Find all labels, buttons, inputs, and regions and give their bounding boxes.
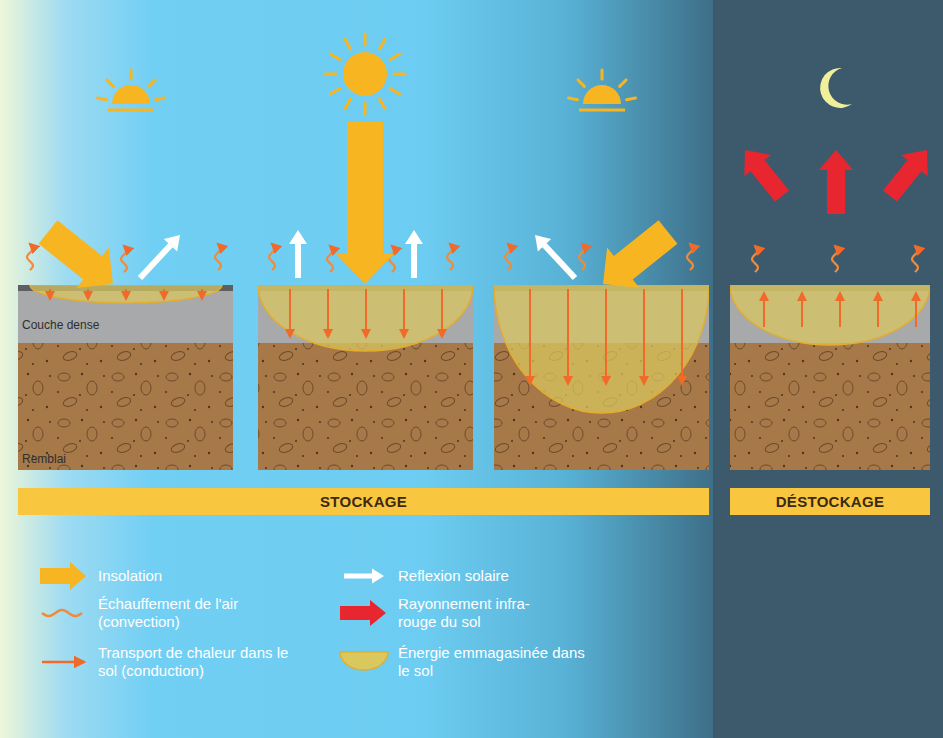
infrared-arrow <box>819 150 853 214</box>
legend-text: Transport de chaleur dans le sol (conduc… <box>98 644 298 680</box>
moon <box>820 68 852 108</box>
conduction-arrow <box>567 289 569 384</box>
conduction-arrow <box>877 293 879 327</box>
reflection-arrow <box>138 235 180 280</box>
convection-wave <box>752 246 758 272</box>
convection-wave <box>327 246 333 272</box>
soil-section <box>494 285 709 470</box>
dense-layer <box>18 285 233 343</box>
phase-band: STOCKAGE <box>18 488 709 515</box>
convection-wave <box>389 246 395 272</box>
convection-wave <box>269 244 275 270</box>
night-background <box>713 0 943 738</box>
convection-wave <box>27 244 33 270</box>
conduction-arrow <box>643 289 645 384</box>
convection-wave <box>447 244 453 270</box>
phase-label: DÉSTOCKAGE <box>776 493 885 510</box>
backfill-layer <box>730 343 930 470</box>
legend-sample <box>340 652 388 670</box>
insolation-arrow <box>39 220 113 288</box>
conduction-arrow <box>681 289 683 384</box>
infrared-arrow <box>744 150 789 202</box>
stored-energy <box>30 285 222 303</box>
rising-sun <box>98 70 165 110</box>
rising-sun <box>569 70 636 110</box>
legend-sample <box>42 661 84 664</box>
convection-wave <box>912 246 918 272</box>
legend-text: Rayonnement infra-rouge du sol <box>398 595 568 631</box>
soil-section <box>258 285 473 470</box>
layer-label: Remblai <box>22 452 66 466</box>
conduction-arrow <box>365 289 367 337</box>
insolation-arrow <box>603 220 677 288</box>
reflection-arrow <box>535 235 577 280</box>
legend-text: Échauffement de l'air (convection) <box>98 595 268 631</box>
conduction-arrow <box>529 289 531 384</box>
convection-wave <box>579 244 585 270</box>
conduction-arrow <box>87 289 89 299</box>
reflection-arrow <box>289 230 307 278</box>
backfill-layer <box>258 343 473 470</box>
convection-wave <box>832 246 838 272</box>
legend-sample <box>344 569 384 584</box>
legend-sample <box>40 562 86 590</box>
conduction-arrow <box>201 289 203 299</box>
conduction-arrow <box>327 289 329 337</box>
conduction-arrow <box>289 289 291 337</box>
conduction-arrow <box>801 293 803 327</box>
convection-wave <box>121 246 127 272</box>
infrared-arrow <box>883 150 928 202</box>
legend-text: Reflexion solaire <box>398 567 598 585</box>
stored-energy <box>730 285 930 345</box>
reflection-arrow <box>405 230 423 278</box>
panels <box>18 34 930 470</box>
conduction-arrow <box>915 293 917 327</box>
conduction-arrow <box>839 293 841 327</box>
conduction-arrow <box>605 289 607 384</box>
stored-energy <box>258 285 473 351</box>
conduction-arrow <box>49 289 51 299</box>
stored-energy <box>494 285 709 413</box>
soil-section <box>18 285 233 470</box>
full-sun <box>325 34 405 114</box>
convection-wave <box>505 244 511 270</box>
legend-text: Énergie emmagasinée dans le sol <box>398 644 598 680</box>
phase-label: STOCKAGE <box>320 493 407 510</box>
insolation-arrow <box>336 122 394 284</box>
legend-text: Insolation <box>98 567 298 585</box>
conduction-arrow <box>163 289 165 299</box>
layer-label: Couche dense <box>22 318 99 332</box>
convection-wave <box>687 244 693 270</box>
conduction-arrow <box>441 289 443 337</box>
phase-band: DÉSTOCKAGE <box>730 488 930 515</box>
conduction-arrow <box>403 289 405 337</box>
legend-sample <box>340 600 386 626</box>
soil-section <box>730 285 930 470</box>
convection-wave <box>215 244 221 270</box>
legend-sample <box>42 610 82 616</box>
conduction-arrow <box>125 289 127 299</box>
backfill-layer <box>18 343 233 470</box>
conduction-arrow <box>763 293 765 327</box>
